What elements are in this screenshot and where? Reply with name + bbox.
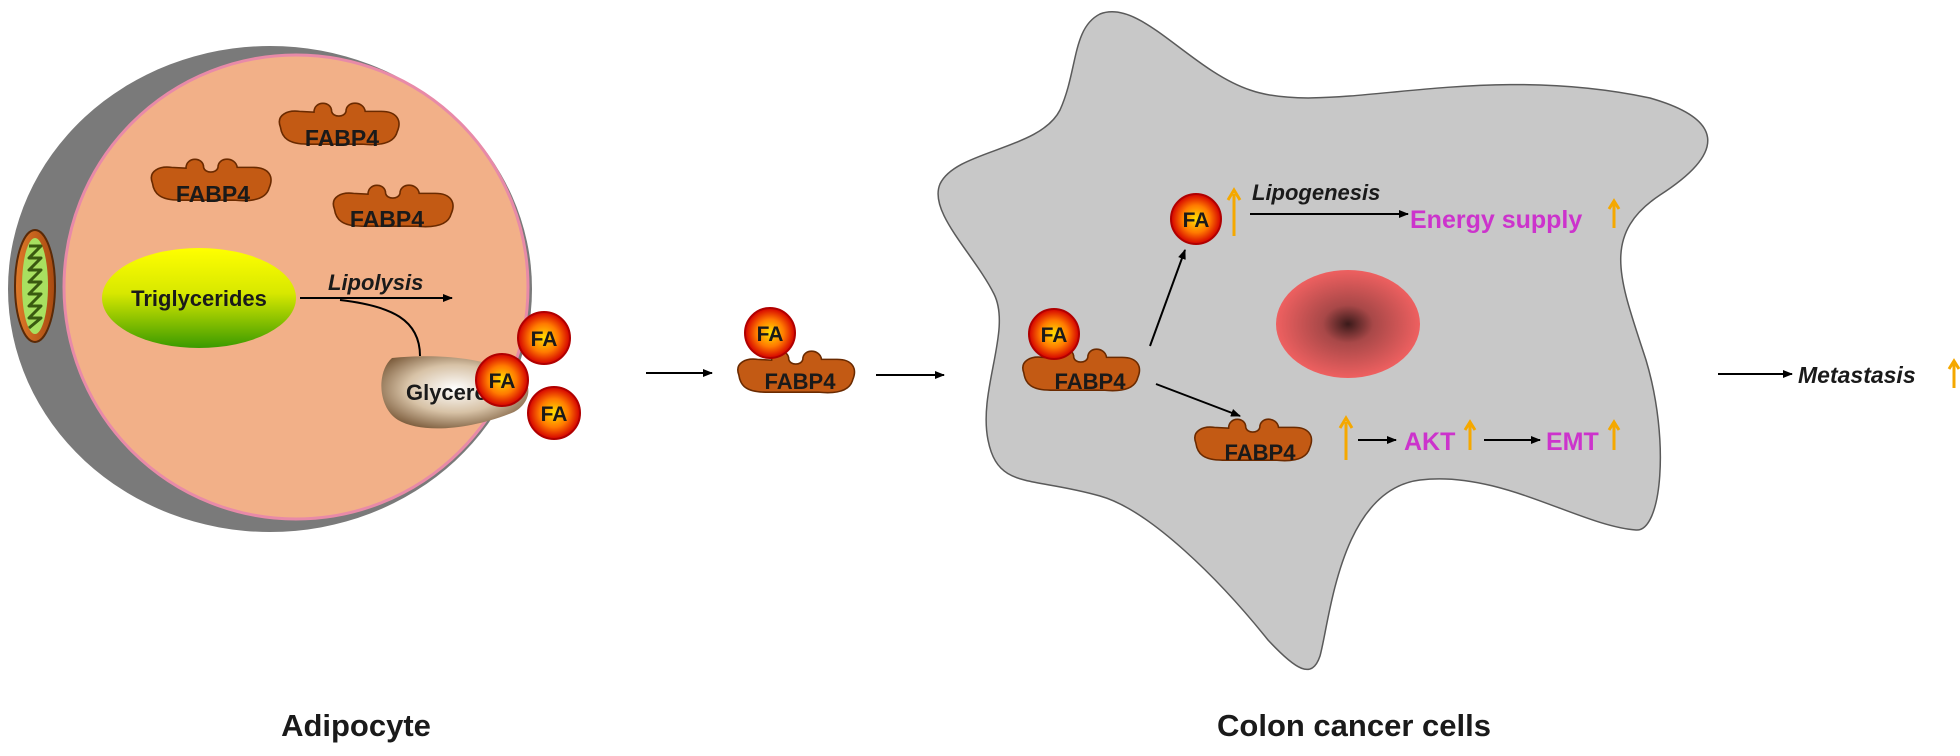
fabp4-lower-label: FABP4 [1225, 440, 1297, 465]
energy-supply-label: Energy supply [1410, 206, 1582, 234]
metastasis-label: Metastasis [1798, 362, 1916, 388]
fatty-acid: FA [527, 386, 581, 440]
fa-label: FA [489, 370, 516, 393]
mitochondrion-icon [14, 229, 56, 343]
fatty-acid: FA [475, 353, 529, 407]
up-arrow-icon [1338, 415, 1354, 460]
fa-fabp4-complex: FA FABP4 [737, 307, 856, 394]
lipogenesis-label: Lipogenesis [1252, 180, 1380, 205]
up-arrow-icon [1947, 358, 1960, 388]
fabp4-signaling-arrow [1155, 383, 1241, 417]
up-arrow-icon [1607, 198, 1621, 228]
fabp4-label: FABP4 [305, 125, 379, 151]
colon-cancer-caption: Colon cancer cells [1217, 708, 1491, 743]
fabp4-label: FABP4 [350, 206, 424, 232]
triglycerides-label: Triglycerides [131, 286, 267, 311]
complex-fa-label: FA [757, 323, 784, 346]
fabp4-label: FABP4 [176, 181, 250, 207]
complex-fa-label: FA [1041, 324, 1068, 347]
up-arrow-icon [1607, 419, 1621, 450]
fa-label: FA [1183, 209, 1210, 232]
fatty-acid: FA [1170, 193, 1222, 245]
up-arrow-icon [1463, 419, 1477, 450]
emt-label: EMT [1546, 428, 1599, 456]
adipocyte-caption: Adipocyte [281, 708, 431, 743]
fa-release-arrow [1149, 249, 1186, 347]
fatty-acid: FA [517, 311, 571, 365]
lipolysis-label: Lipolysis [328, 270, 423, 295]
complex-fabp4-label: FABP4 [765, 369, 837, 394]
triglycerides-droplet [102, 248, 296, 348]
up-arrow-icon [1226, 187, 1242, 236]
fa-label: FA [541, 403, 568, 426]
akt-label: AKT [1404, 428, 1455, 456]
glycerol-branch-line [339, 299, 421, 357]
fa-label: FA [531, 328, 558, 351]
colon-cancer-cell: FA FABP4 FA Lipogenesis Energy supply FA… [937, 11, 1709, 743]
nucleus-icon [1276, 270, 1420, 378]
intracellular-fa-fabp4-complex: FA FABP4 [1022, 308, 1141, 394]
adipocyte: FABP4 FABP4 FABP4 Triglycerides Lipolysi… [8, 46, 581, 743]
complex-fabp4-label: FABP4 [1055, 369, 1127, 394]
